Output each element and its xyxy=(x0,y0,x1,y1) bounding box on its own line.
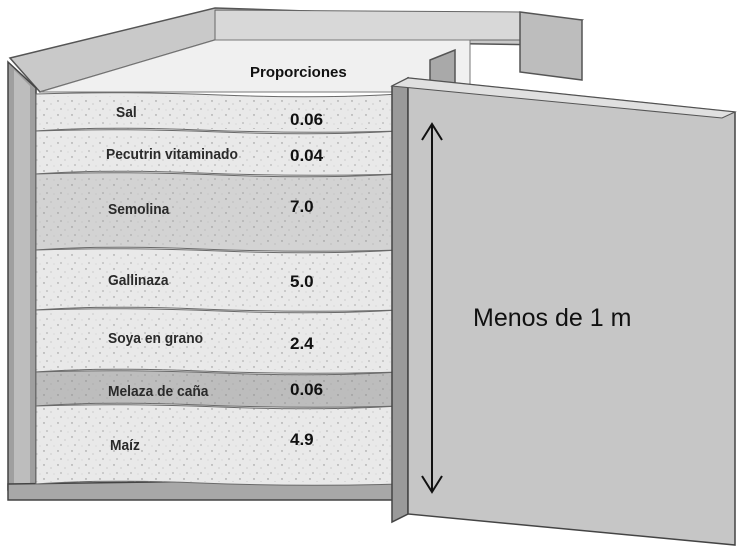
bin-top-surface xyxy=(39,39,471,93)
layer-proportion: 0.04 xyxy=(290,146,324,165)
layer-texture-7 xyxy=(36,408,400,482)
front-board-top-edge xyxy=(390,77,737,119)
layers-group xyxy=(35,92,401,486)
layer-texture-1 xyxy=(36,96,400,129)
layer-texture-5 xyxy=(36,312,400,370)
layer-texture-4 xyxy=(36,252,400,308)
layer-proportion: 0.06 xyxy=(290,110,324,129)
proportions-heading: Proporciones xyxy=(250,64,347,81)
layer-proportion: 2.4 xyxy=(290,334,314,353)
layer-name: Semolina xyxy=(108,201,170,218)
layer-texture-6 xyxy=(36,374,400,404)
height-measurement-label: Menos de 1 m xyxy=(473,304,632,332)
bin-back-wall xyxy=(214,9,521,41)
layer-proportion: 7.0 xyxy=(290,197,314,216)
front-board-side xyxy=(391,76,409,524)
layer-name: Gallinaza xyxy=(108,272,169,289)
height-arrow xyxy=(421,122,443,494)
layer-name: Soya en grano xyxy=(108,330,204,347)
layer-name: Pecutrin vitaminado xyxy=(106,146,238,163)
layer-texture-2 xyxy=(36,133,400,172)
layer-proportion: 5.0 xyxy=(290,272,314,291)
layer-name: Sal xyxy=(116,104,137,121)
layer-name: Melaza de caña xyxy=(108,383,209,400)
layer-texture-3 xyxy=(36,176,400,248)
layer-name: Maíz xyxy=(110,437,140,454)
layer-proportion: 0.06 xyxy=(290,380,324,399)
bin-back-right-post xyxy=(519,11,583,81)
bin-left-post-face xyxy=(14,70,30,486)
layer-proportion: 4.9 xyxy=(290,430,314,449)
